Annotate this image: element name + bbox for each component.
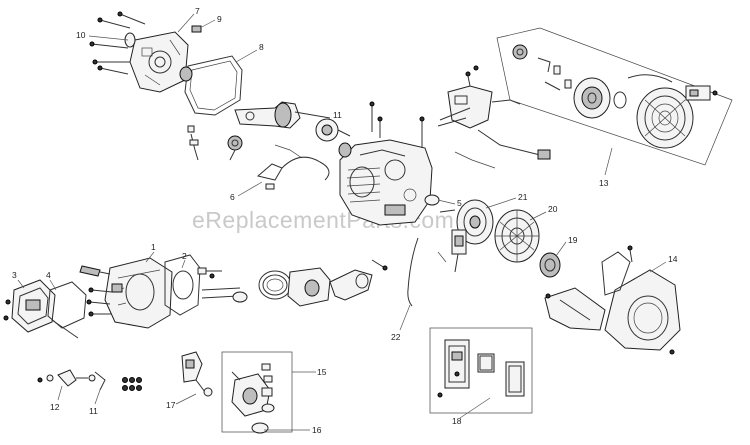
cooling-fan — [494, 209, 540, 263]
callout-15: 15 — [317, 367, 327, 377]
callout-10: 10 — [76, 30, 86, 40]
callout-16: 16 — [312, 425, 322, 435]
recoil-box-outline — [496, 27, 733, 166]
drain-plug — [191, 25, 202, 33]
air-filter-group — [429, 327, 533, 414]
spark-plug — [79, 265, 101, 277]
callout-labels: 7 9 10 8 11 6 5 13 21 20 19 14 22 — [12, 6, 678, 435]
valve-parts — [197, 267, 248, 303]
piston-rings — [258, 270, 292, 300]
callout-12: 12 — [50, 402, 60, 412]
callout-9: 9 — [217, 14, 222, 24]
callout-2: 2 — [182, 251, 187, 261]
callout-7: 7 — [195, 6, 200, 16]
ignition-wire — [407, 237, 419, 307]
rocker-parts — [37, 369, 142, 391]
callout-17: 17 — [166, 400, 176, 410]
valve-cover — [11, 279, 56, 333]
block-bolts — [369, 101, 425, 148]
crankshaft-group — [234, 101, 331, 129]
callout-3: 3 — [12, 270, 17, 280]
fan-shroud — [544, 245, 681, 355]
carburetor-group — [181, 351, 293, 434]
callout-22: 22 — [391, 332, 401, 342]
oil-seal — [179, 66, 193, 82]
callout-14: 14 — [668, 254, 678, 264]
crankcase-gasket — [184, 55, 243, 116]
callout-8: 8 — [259, 42, 264, 52]
callout-19: 19 — [568, 235, 578, 245]
air-filter-housing — [444, 339, 470, 389]
starter-cup — [539, 252, 561, 278]
oil-seal-5 — [424, 194, 440, 206]
head-bolts — [86, 287, 113, 317]
oil-level-sensor — [256, 144, 330, 190]
camshaft — [315, 118, 351, 142]
air-filter-element — [477, 353, 495, 373]
cylinder-fins — [346, 167, 381, 203]
callout-21: 21 — [518, 192, 528, 202]
callout-6: 6 — [230, 192, 235, 202]
valve-cover-gasket — [47, 281, 87, 329]
starter-handle — [685, 85, 718, 101]
crankcase-cover-group — [89, 11, 202, 93]
air-filter-detail-box — [429, 327, 533, 414]
cover-bolts — [89, 11, 146, 75]
cylinder-head — [79, 257, 173, 329]
callout-5: 5 — [457, 198, 462, 208]
ignition-coil — [451, 229, 467, 273]
governor-gear — [227, 135, 243, 161]
callout-11-lower: 11 — [89, 406, 98, 416]
recoil-starter-group — [496, 27, 733, 166]
head-gasket — [164, 254, 201, 316]
piston — [287, 267, 331, 307]
callout-20: 20 — [548, 204, 558, 214]
small-bracket — [187, 125, 199, 161]
air-filter-cover — [505, 361, 525, 397]
crankcase-block — [339, 139, 433, 226]
callout-18: 18 — [452, 416, 462, 426]
connecting-rod — [329, 259, 388, 301]
callout-4: 4 — [46, 270, 51, 280]
callout-1: 1 — [151, 242, 156, 252]
blower-housing — [604, 269, 681, 351]
starter-reel — [573, 77, 611, 119]
callout-13: 13 — [599, 178, 609, 188]
control-bracket — [437, 65, 551, 169]
crankcase-cover — [129, 31, 189, 93]
callout-11-upper: 11 — [333, 110, 342, 120]
recoil-housing — [636, 87, 694, 149]
